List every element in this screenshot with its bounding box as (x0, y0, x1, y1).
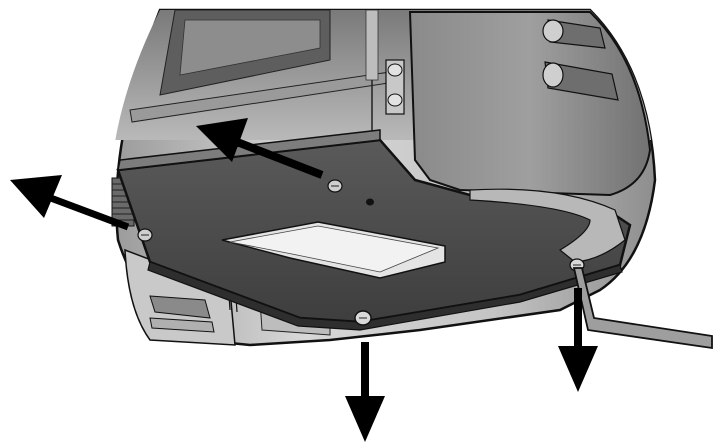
bottom-cover-plate (116, 129, 632, 331)
panel-slot-upper (542, 19, 606, 49)
hex-key-icon (572, 267, 713, 350)
arrow-icon-screw-down-right (558, 288, 598, 392)
screw-front-left (137, 228, 153, 242)
panel-slot-lower (542, 61, 619, 101)
right-side-panel (385, 11, 652, 197)
screw-rear-left (327, 179, 343, 193)
arrow-icon-remove-left (10, 175, 130, 231)
screw-rear-center (366, 198, 374, 206)
arrow-icon-screw-down-center (345, 342, 385, 442)
arrow-icon-slide-back (196, 118, 324, 179)
screw-front-center (354, 310, 372, 326)
panel-hinge (385, 59, 405, 115)
